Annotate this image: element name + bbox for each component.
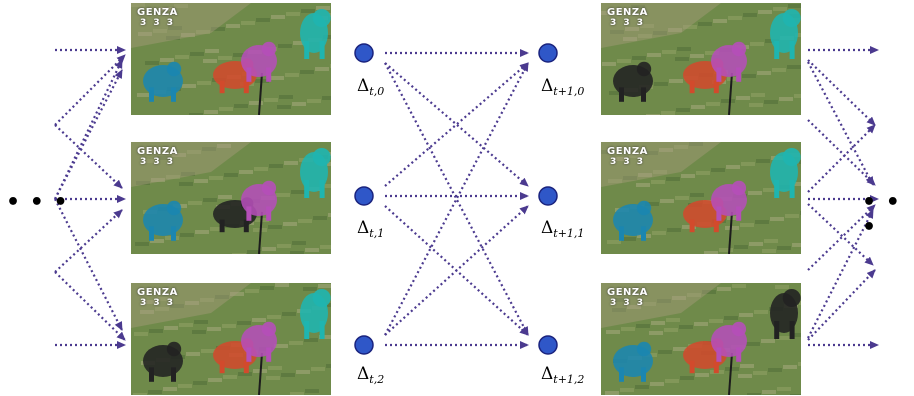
overlay-line-1: GENZA	[137, 287, 178, 298]
arrow-out-4	[807, 124, 876, 193]
node-t1-1	[538, 186, 558, 206]
chimp-mask-magenta	[241, 321, 277, 362]
ellipsis-right: • • •	[862, 190, 901, 240]
arrow-out-9	[807, 119, 876, 186]
chimp-mask-magenta	[711, 321, 747, 362]
frame-image	[601, 142, 801, 254]
overlay-line-2: 3 3 3	[140, 18, 176, 28]
delta-symbol: Δ	[357, 218, 370, 238]
frame-image	[601, 3, 801, 115]
arrow-out-8	[807, 209, 874, 339]
delta-symbol: Δ	[357, 364, 370, 384]
arrow-out-7	[807, 269, 876, 341]
frame-image	[131, 3, 331, 115]
label-delta-t-0: Δt,0	[357, 76, 384, 98]
label-delta-t1-1: Δt+1,1	[541, 218, 584, 240]
node-t-2	[354, 335, 374, 355]
overlay-line-2: 3 3 3	[610, 298, 646, 308]
delta-subscript: t,1	[369, 227, 385, 240]
overlay-line-1: GENZA	[137, 7, 178, 18]
arrow-mid-2-1	[384, 205, 529, 336]
overlay-line-1: GENZA	[607, 146, 648, 157]
ellipsis-left: • • •	[6, 190, 69, 215]
label-delta-t-2: Δt,2	[357, 364, 384, 386]
chimp-mask-teal-blue	[143, 200, 183, 241]
arrow-out-2	[807, 61, 874, 186]
delta-symbol: Δ	[357, 76, 370, 96]
overlay-line-2: 3 3 3	[140, 298, 176, 308]
delta-subscript: t,2	[369, 373, 385, 386]
arrow-in-fan-5	[54, 209, 123, 273]
arrow-in-fan-0	[54, 54, 126, 126]
chimp-mask-black-chimp	[613, 61, 653, 102]
label-delta-t-1: Δt,1	[357, 218, 384, 240]
arrow-mid-0-1	[384, 62, 529, 187]
label-delta-t1-2: Δt+1,2	[541, 364, 584, 386]
chimp-mask-cyan	[300, 9, 331, 59]
arrow-out-1	[807, 59, 876, 126]
chimp-mask-magenta	[241, 180, 277, 221]
chimp-mask-cyan	[770, 9, 801, 59]
node-t-1	[354, 186, 374, 206]
arrow-in-fan-1	[54, 124, 123, 189]
delta-symbol: Δ	[541, 364, 554, 384]
frame-image	[601, 283, 801, 395]
overlay-line-2: 3 3 3	[610, 18, 646, 28]
chimp-mask-teal-blue	[613, 341, 653, 382]
arrow-mid-0-2	[384, 62, 529, 336]
chimp-mask-teal-blue	[613, 200, 653, 241]
overlay-line-2: 3 3 3	[140, 157, 176, 167]
label-delta-t1-0: Δt+1,0	[541, 76, 584, 98]
overlay-line-1: GENZA	[607, 287, 648, 298]
overlay-line-2: 3 3 3	[610, 157, 646, 167]
delta-subscript: t+1,1	[553, 227, 585, 240]
chimp-mask-magenta	[241, 41, 277, 82]
chimp-mask-black-chimp	[143, 341, 183, 382]
node-t1-2	[538, 335, 558, 355]
arrow-in-fan-3	[54, 69, 123, 200]
overlay-line-1: GENZA	[137, 146, 178, 157]
node-t-0	[354, 43, 374, 63]
delta-subscript: t+1,2	[553, 373, 585, 386]
delta-subscript: t+1,0	[553, 85, 585, 98]
chimp-mask-black-chimp	[770, 289, 801, 339]
chimp-mask-cyan	[300, 148, 331, 198]
arrow-in-fan-7	[54, 59, 123, 200]
chimp-mask-magenta	[711, 41, 747, 82]
chimp-mask-cyan	[770, 148, 801, 198]
delta-symbol: Δ	[541, 218, 554, 238]
overlay-line-1: GENZA	[607, 7, 648, 18]
delta-symbol: Δ	[541, 76, 554, 96]
delta-subscript: t,0	[369, 85, 385, 98]
chimp-mask-teal-blue	[143, 61, 183, 102]
chimp-mask-magenta	[711, 180, 747, 221]
frame-image	[131, 142, 331, 254]
arrow-mid-1-0	[384, 62, 529, 187]
chimp-mask-cyan	[300, 289, 331, 339]
arrow-in-fan-6	[54, 271, 126, 341]
arrow-out-10	[807, 204, 876, 271]
frame-image	[131, 283, 331, 395]
arrow-mid-2-0	[384, 62, 529, 336]
node-t1-0	[538, 43, 558, 63]
